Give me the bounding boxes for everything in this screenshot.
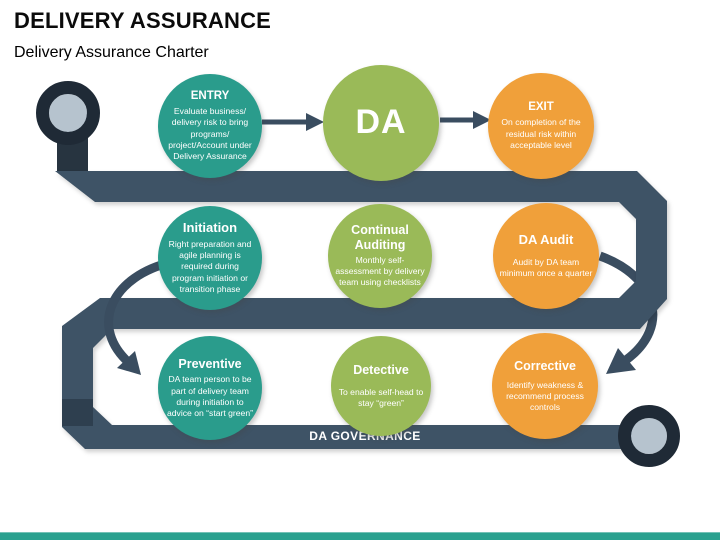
node-initiation-body: Right preparation and agile planning is … — [168, 239, 252, 294]
arrow-head — [473, 111, 491, 129]
node-exit-body: On completion of the residual risk withi… — [501, 117, 581, 150]
node-corrective-body: Identify weakness & recommend process co… — [506, 379, 584, 413]
node-detective-body: To enable self-head to stay “green” — [338, 386, 424, 408]
entry-to-da-arrow — [262, 113, 324, 131]
curved-arrow-right-head — [606, 348, 636, 374]
start-ring-inner — [49, 94, 87, 132]
header: DELIVERY ASSURANCE Delivery Assurance Ch… — [14, 8, 271, 62]
node-da-title: DA — [355, 103, 407, 142]
node-da: DA — [323, 65, 439, 181]
node-preventive-body: DA team person to be part of delivery te… — [167, 374, 253, 418]
ribbon-path — [55, 171, 667, 449]
bottom-accent-bar — [0, 532, 720, 540]
node-exit-title: EXIT — [528, 101, 554, 114]
ribbon-fold-shade — [62, 399, 93, 426]
initiation-to-preventive-arrow — [104, 257, 174, 375]
node-detective: Detective To enable self-head to stay “g… — [331, 336, 431, 436]
node-continual-auditing-title: Continual Auditing — [351, 223, 409, 252]
da-to-exit-arrow — [440, 111, 491, 129]
page-subtitle: Delivery Assurance Charter — [14, 44, 209, 61]
node-continual-auditing-body: Monthly self-assessment by delivery team… — [335, 255, 425, 288]
node-continual-auditing: Continual Auditing Monthly self-assessme… — [328, 204, 432, 308]
start-ring-outer — [36, 81, 100, 145]
arrow-head — [306, 113, 324, 131]
node-corrective: Corrective Identify weakness & recommend… — [492, 333, 598, 439]
end-ring-outer — [618, 405, 680, 467]
node-entry-title: ENTRY — [190, 89, 230, 102]
node-initiation: Initiation Right preparation and agile p… — [158, 206, 262, 310]
node-preventive-title: Preventive — [178, 356, 242, 371]
end-ring-icon — [618, 405, 680, 467]
node-exit: EXIT On completion of the residual risk … — [488, 73, 594, 179]
node-corrective-title: Corrective — [514, 358, 576, 373]
node-entry: ENTRY Evaluate business/ delivery risk t… — [158, 74, 262, 178]
end-ring-inner — [631, 418, 667, 454]
node-entry-body: Evaluate business/ delivery risk to brin… — [168, 106, 252, 161]
node-initiation-title: Initiation — [182, 220, 238, 236]
node-da-audit: DA Audit Audit by DA team minimum once a… — [493, 203, 599, 309]
start-ring-icon — [36, 81, 100, 145]
node-da-audit-title: DA Audit — [518, 231, 574, 247]
page-title: DELIVERY ASSURANCE — [14, 8, 272, 33]
node-detective-title: Detective — [353, 363, 409, 378]
node-preventive: Preventive DA team person to be part of … — [158, 336, 262, 440]
node-da-audit-body: Audit by DA team minimum once a quarter — [499, 256, 593, 278]
curved-arrow-left-head — [117, 351, 141, 375]
curved-arrow-left-shaft — [104, 257, 174, 364]
